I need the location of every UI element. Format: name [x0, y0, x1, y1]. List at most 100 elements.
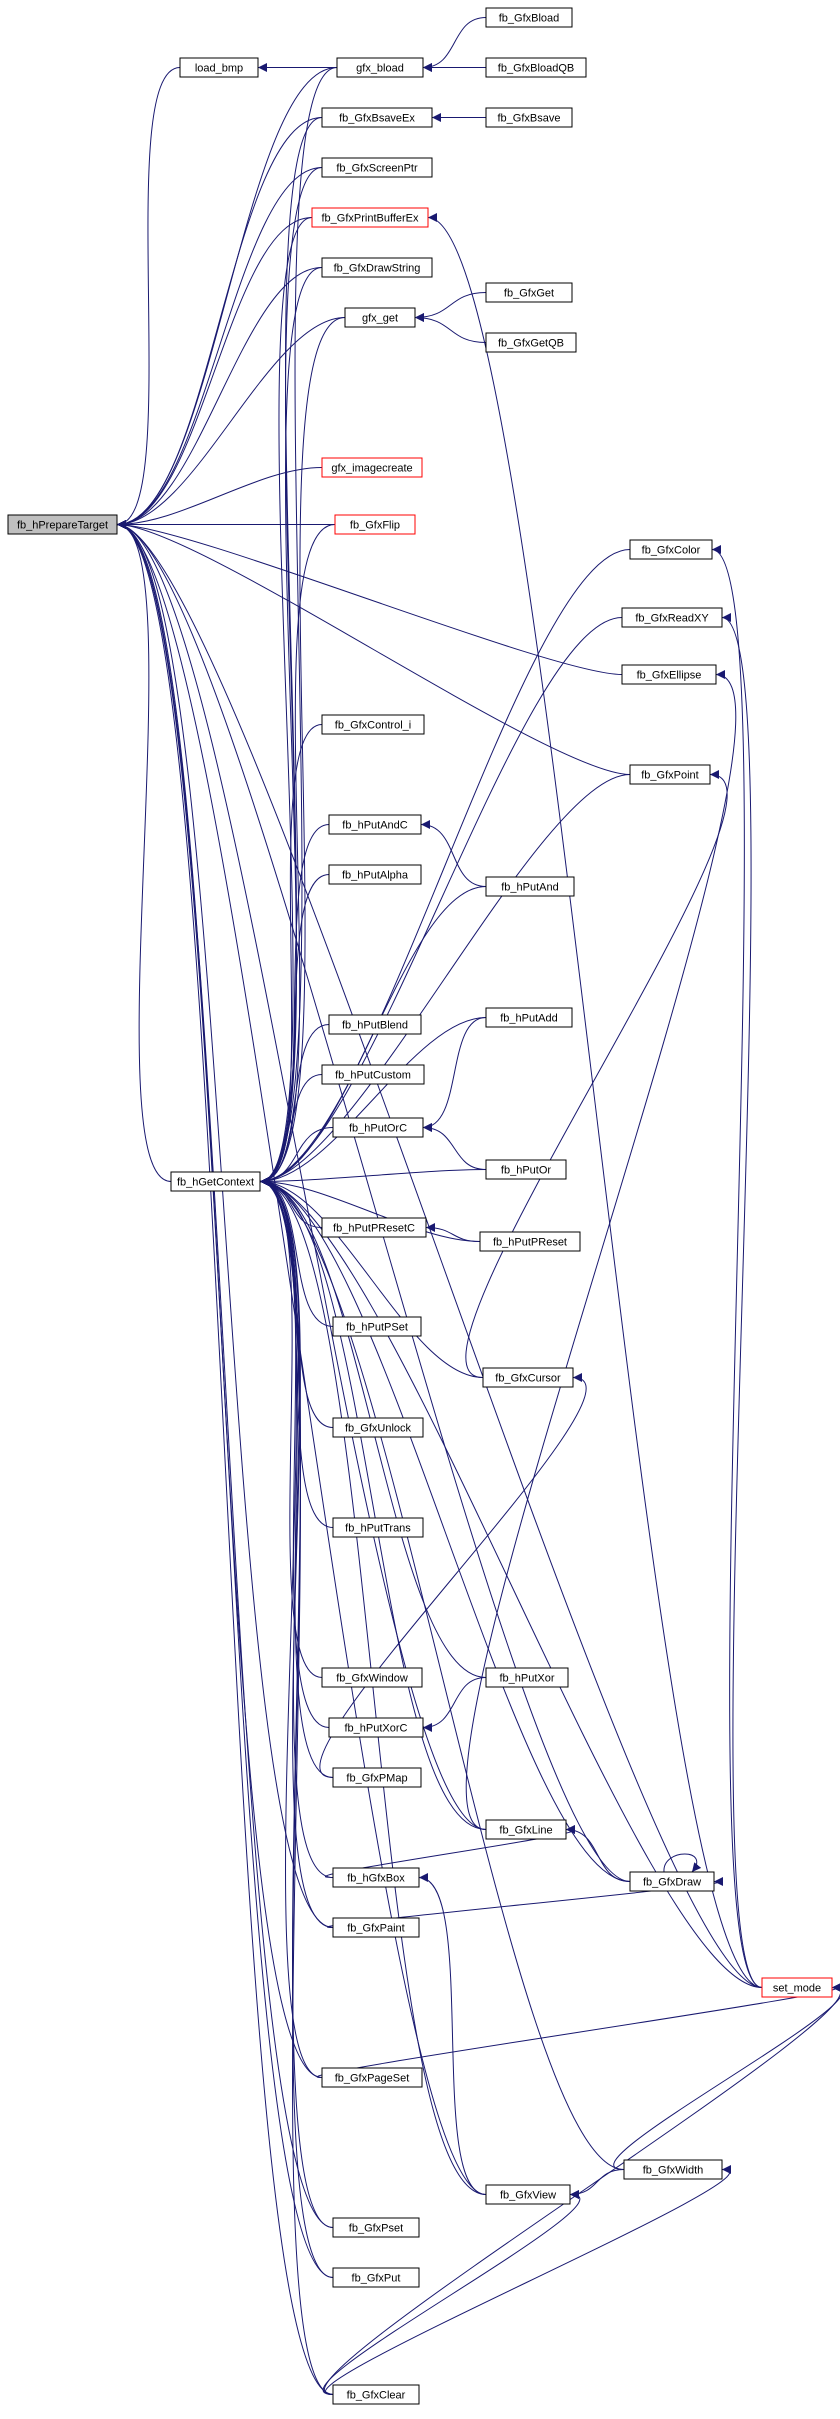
node-flip[interactable]: fb_GfxFlip	[334, 514, 416, 535]
edge-load-bmp-to-root	[116, 67, 181, 529]
node-color[interactable]: fb_GfxColor	[629, 539, 713, 560]
node-label: load_bmp	[195, 63, 243, 75]
node-putor[interactable]: fb_hPutOr	[485, 1159, 567, 1180]
node-box	[482, 1367, 574, 1388]
node-box	[761, 1977, 833, 1998]
node-putadd[interactable]: fb_hPutAdd	[485, 1007, 573, 1028]
node-putand[interactable]: fb_hPutAnd	[485, 876, 575, 897]
node-label: fb_GfxBload	[499, 13, 560, 25]
edge-cursor-to-point	[465, 770, 728, 1378]
node-box	[332, 1117, 424, 1138]
node-putpset[interactable]: fb_hPutPSet	[332, 1316, 422, 1337]
edge-putor-to-ctx	[259, 1169, 487, 1186]
node-label: fb_hPutAndC	[342, 820, 407, 832]
node-label: fb_GfxPset	[349, 2223, 403, 2235]
edge-line-to-root	[116, 520, 487, 1830]
node-putpresetc[interactable]: fb_hPutPResetC	[321, 1217, 427, 1238]
node-imagecreate[interactable]: gfx_imagecreate	[321, 457, 423, 478]
node-printbufex[interactable]: fb_GfxPrintBufferEx	[311, 207, 429, 228]
node-box	[7, 514, 118, 535]
node-readxy[interactable]: fb_GfxReadXY	[621, 607, 723, 628]
node-label: fb_GfxPut	[352, 2273, 401, 2285]
node-pmap[interactable]: fb_GfxPMap	[332, 1767, 422, 1788]
node-get[interactable]: fb_GfxGet	[485, 282, 573, 303]
node-box	[328, 864, 422, 885]
node-gfx-bload[interactable]: gfx_bload	[336, 57, 424, 78]
node-clear[interactable]: fb_GfxClear	[332, 2384, 420, 2405]
node-label: fb_hPutTrans	[345, 1523, 411, 1535]
node-label: fb_hPutCustom	[335, 1070, 411, 1082]
node-bsave[interactable]: fb_GfxBsave	[485, 107, 573, 128]
node-label: fb_GfxClear	[347, 2390, 406, 2402]
node-ellipse[interactable]: fb_GfxEllipse	[621, 664, 717, 685]
node-put[interactable]: fb_GfxPut	[332, 2267, 420, 2288]
node-load-bmp[interactable]: load_bmp	[179, 57, 259, 78]
node-label: fb_GfxControl_i	[335, 720, 411, 732]
edge-screenptr-to-root	[116, 167, 323, 529]
node-ctx[interactable]: fb_hGetContext	[170, 1171, 261, 1192]
node-pset[interactable]: fb_GfxPset	[332, 2217, 420, 2238]
node-line[interactable]: fb_GfxLine	[485, 1819, 567, 1840]
node-view[interactable]: fb_GfxView	[485, 2184, 571, 2205]
node-label: fb_GfxFlip	[350, 520, 400, 532]
node-getqb[interactable]: fb_GfxGetQB	[485, 332, 577, 353]
node-puttrans[interactable]: fb_hPutTrans	[332, 1517, 424, 1538]
node-label: fb_GfxColor	[642, 545, 701, 557]
node-point[interactable]: fb_GfxPoint	[629, 764, 711, 785]
node-putcustom[interactable]: fb_hPutCustom	[321, 1064, 425, 1085]
node-label: fb_hPutBlend	[342, 1020, 408, 1032]
node-box	[332, 1767, 422, 1788]
edge-set-mode-to-ctx	[259, 1177, 763, 1988]
node-draw[interactable]: fb_GfxDraw	[629, 1871, 715, 1892]
node-bloadqb[interactable]: fb_GfxBloadQB	[485, 57, 587, 78]
node-box	[328, 814, 422, 835]
edge-bsaveex-to-root	[116, 117, 323, 529]
node-box	[321, 714, 425, 735]
node-label: fb_GfxScreenPtr	[336, 163, 418, 175]
node-control[interactable]: fb_GfxControl_i	[321, 714, 425, 735]
node-pageset[interactable]: fb_GfxPageSet	[321, 2067, 423, 2088]
node-set-mode[interactable]: set_mode	[761, 1977, 833, 1998]
node-box	[321, 1064, 425, 1085]
node-label: fb_GfxWindow	[336, 1673, 408, 1685]
node-box	[485, 332, 577, 353]
node-box	[485, 107, 573, 128]
node-gfx-get[interactable]: gfx_get	[344, 307, 416, 328]
node-bsaveex[interactable]: fb_GfxBsaveEx	[321, 107, 433, 128]
node-root[interactable]: fb_hPrepareTarget	[7, 514, 118, 535]
node-drawstring[interactable]: fb_GfxDrawString	[321, 257, 433, 278]
edge-put-to-root	[116, 520, 334, 2278]
edge-putalpha-to-ctx	[259, 874, 330, 1186]
node-width[interactable]: fb_GfxWidth	[623, 2159, 723, 2180]
node-hgfxbox[interactable]: fb_hGfxBox	[332, 1867, 420, 1888]
node-box	[621, 664, 717, 685]
node-putorc[interactable]: fb_hPutOrC	[332, 1117, 424, 1138]
node-bload[interactable]: fb_GfxBload	[485, 7, 573, 28]
node-putpreset[interactable]: fb_hPutPReset	[479, 1231, 581, 1252]
node-putalpha[interactable]: fb_hPutAlpha	[328, 864, 422, 885]
node-putblend[interactable]: fb_hPutBlend	[328, 1014, 422, 1035]
node-putandc[interactable]: fb_hPutAndC	[328, 814, 422, 835]
node-label: gfx_get	[362, 313, 398, 325]
edge-clear-to-view	[322, 2190, 581, 2395]
node-label: fb_GfxWidth	[643, 2165, 704, 2177]
node-screenptr[interactable]: fb_GfxScreenPtr	[321, 157, 433, 178]
edge-paint-to-root	[116, 520, 334, 1928]
node-cursor[interactable]: fb_GfxCursor	[482, 1367, 574, 1388]
node-putxor[interactable]: fb_hPutXor	[485, 1667, 569, 1688]
node-label: fb_GfxUnlock	[345, 1423, 412, 1435]
node-putxorc[interactable]: fb_hPutXorC	[328, 1717, 424, 1738]
edge-put-to-ctx	[259, 1177, 334, 2278]
node-label: fb_GfxPoint	[641, 770, 698, 782]
edge-point-to-ctx	[259, 774, 631, 1186]
node-box	[336, 57, 424, 78]
edge-putand-to-putandc	[420, 820, 487, 887]
edge-gfx-get-to-root	[116, 317, 346, 529]
node-paint[interactable]: fb_GfxPaint	[332, 1917, 420, 1938]
node-box	[321, 457, 423, 478]
node-label: fb_hPutAnd	[501, 882, 559, 894]
node-window[interactable]: fb_GfxWindow	[321, 1667, 423, 1688]
edge-set-mode-to-root	[116, 520, 763, 1988]
node-unlock[interactable]: fb_GfxUnlock	[332, 1417, 424, 1438]
